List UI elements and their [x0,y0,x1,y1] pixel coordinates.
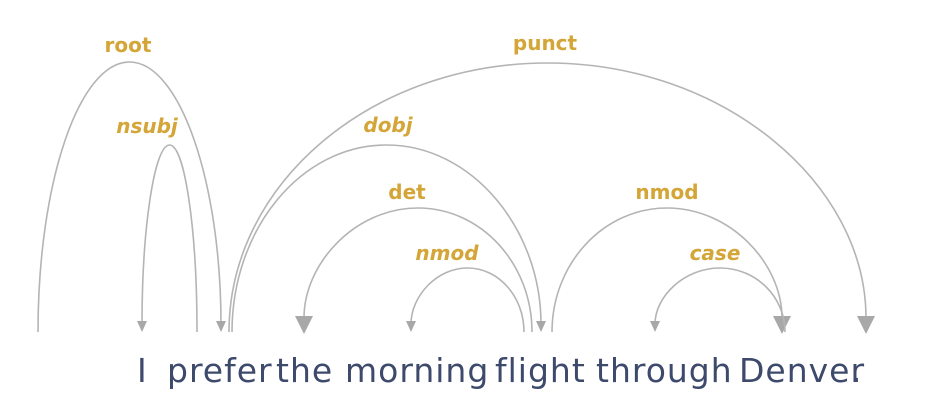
arrowhead-nmod1 [406,321,416,332]
arrowhead-nmod2 [773,316,791,334]
arrowhead-root [216,321,226,332]
word-5: through [596,351,733,390]
arc-nsubj [141,144,198,333]
arc-punct [228,62,867,333]
arrowhead-case [650,321,660,332]
arc-label-case: case [690,241,741,265]
arc-label-nsubj: nsubj [116,114,179,138]
word-4: flight [495,351,586,390]
arrowhead-punct [857,316,875,334]
arc-root [37,61,222,333]
arcs-layer [37,61,875,334]
arc-dobj [231,144,542,333]
arrowhead-det [295,316,313,334]
arc-label-det: det [388,180,426,204]
word-3: morning [345,351,489,390]
arc-det [303,207,533,333]
arc-label-nmod1: nmod [415,241,479,265]
word-6: Denver [739,351,865,390]
arc-case [654,267,786,333]
arrowhead-nsubj [137,321,147,332]
word-2: the [276,351,333,390]
labels-layer: root nsubj punct dobj det nmod nmod case [105,31,741,265]
word-1: prefer [167,351,273,390]
arc-nmod2 [551,207,783,333]
arc-label-root: root [105,33,152,57]
arrowhead-dobj [536,321,546,332]
arc-label-punct: punct [513,31,578,55]
arc-nmod1 [410,267,525,333]
word-0: I [137,351,148,390]
word-7: . [851,351,863,390]
arc-label-nmod2: nmod [635,180,698,204]
arc-label-dobj: dobj [363,113,413,137]
